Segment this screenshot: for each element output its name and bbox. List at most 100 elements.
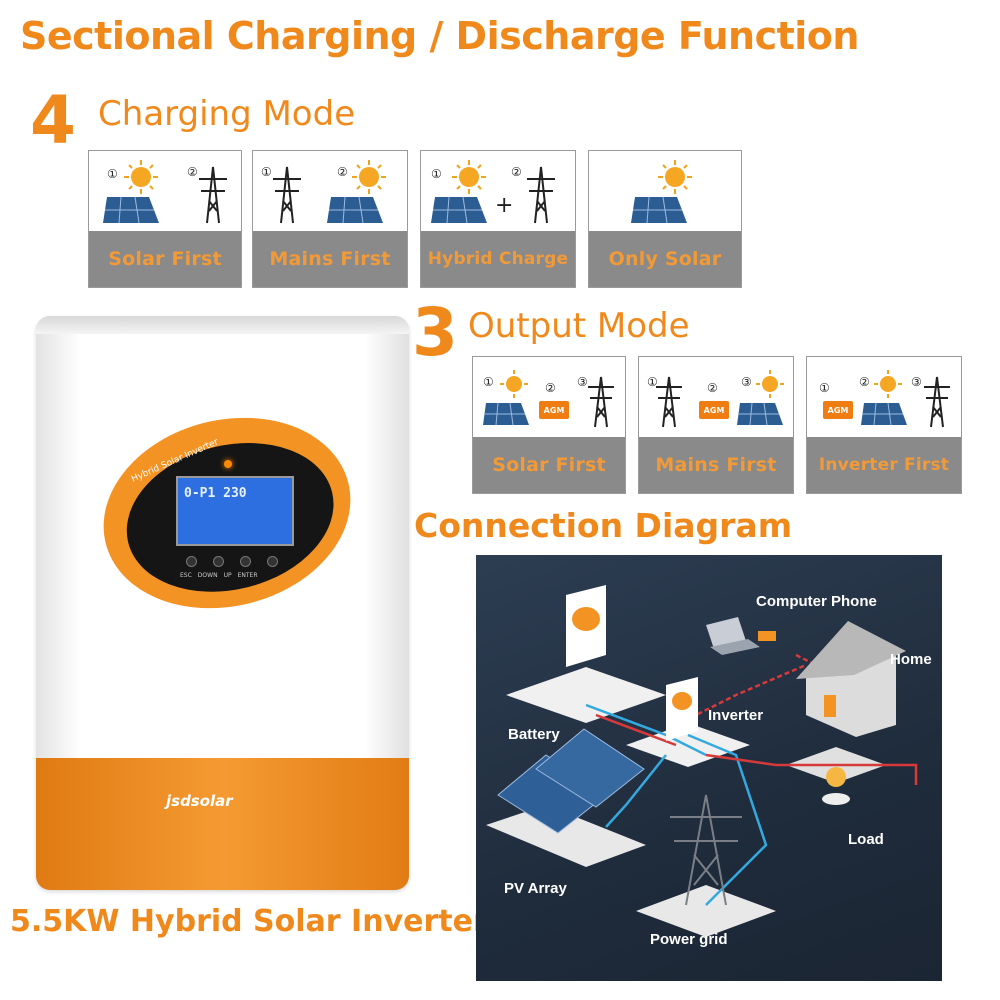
card-label: Mains First bbox=[269, 248, 391, 270]
charging-mode-count: 4 bbox=[30, 82, 76, 159]
charging-card-solar-first: ① ② Solar First bbox=[88, 150, 242, 288]
card-label: Solar First bbox=[108, 248, 222, 270]
output-card-mains-first: ① ② AGM ③ Mains First bbox=[638, 356, 794, 494]
charging-card-mains-first: ① ② Mains First bbox=[252, 150, 408, 288]
sun-icon bbox=[452, 160, 486, 194]
charging-mode-heading: Charging Mode bbox=[98, 94, 356, 134]
diagram-wiring bbox=[486, 585, 918, 937]
connection-diagram-title: Connection Diagram bbox=[414, 506, 793, 545]
esc-button[interactable] bbox=[186, 556, 197, 567]
card-illustration bbox=[589, 151, 741, 229]
sun-icon bbox=[124, 160, 158, 194]
step-2-icon: ② bbox=[545, 381, 556, 395]
solar-panel-icon bbox=[631, 196, 687, 224]
step-1-icon: ① bbox=[107, 167, 118, 181]
computer-phone-label: Computer Phone bbox=[756, 593, 877, 610]
battery-icon: AGM bbox=[699, 401, 729, 419]
step-2-icon: ② bbox=[187, 165, 198, 179]
solar-panel-icon bbox=[861, 402, 907, 426]
solar-panel-icon bbox=[737, 402, 783, 426]
card-illustration: ① AGM ② ③ bbox=[807, 357, 961, 435]
card-label: Solar First bbox=[492, 454, 606, 476]
step-2-icon: ② bbox=[511, 165, 522, 179]
step-3-icon: ③ bbox=[741, 375, 752, 389]
output-card-solar-first: ① ② AGM ③ Solar First bbox=[472, 356, 626, 494]
card-label: Inverter First bbox=[818, 455, 950, 475]
page-title: Sectional Charging / Discharge Function bbox=[20, 14, 859, 58]
lcd-screen: 0-P1 230 bbox=[176, 476, 294, 546]
solar-panel-icon bbox=[327, 196, 383, 224]
step-1-icon: ① bbox=[647, 375, 658, 389]
esc-label: ESC bbox=[180, 572, 192, 579]
card-illustration: ① + ② bbox=[421, 151, 575, 229]
card-label-band: Mains First bbox=[253, 231, 407, 287]
charging-card-only-solar: Only Solar bbox=[588, 150, 742, 288]
enter-label: ENTER bbox=[237, 572, 258, 579]
up-label: UP bbox=[223, 572, 232, 579]
solar-panel-icon bbox=[483, 402, 529, 426]
card-label-band: Solar First bbox=[473, 437, 625, 493]
card-label: Mains First bbox=[655, 454, 777, 476]
inverter-label: Inverter bbox=[708, 707, 764, 724]
down-button[interactable] bbox=[213, 556, 224, 567]
control-buttons bbox=[186, 556, 278, 567]
pylon-icon bbox=[588, 376, 614, 428]
down-label: DOWN bbox=[197, 572, 218, 579]
pylon-icon bbox=[924, 376, 950, 428]
pv-array-label: PV Array bbox=[504, 880, 567, 897]
control-button-labels: ESC DOWN UP ENTER bbox=[180, 572, 257, 579]
inverter-orange-base: jsdsolar bbox=[36, 758, 409, 890]
pylon-icon bbox=[656, 376, 682, 428]
power-grid-label: Power grid bbox=[650, 931, 728, 948]
battery-icon: AGM bbox=[823, 401, 853, 419]
product-caption: 5.5KW Hybrid Solar Inverter bbox=[10, 904, 488, 939]
card-label-band: Solar First bbox=[89, 231, 241, 287]
card-label-band: Mains First bbox=[639, 437, 793, 493]
solar-panel-icon bbox=[431, 196, 487, 224]
enter-button[interactable] bbox=[267, 556, 278, 567]
step-1-icon: ① bbox=[483, 375, 494, 389]
output-card-inverter-first: ① AGM ② ③ Inverter First bbox=[806, 356, 962, 494]
step-1-icon: ① bbox=[431, 167, 442, 181]
pylon-icon bbox=[527, 166, 555, 224]
card-illustration: ① ② bbox=[253, 151, 407, 229]
sun-icon bbox=[352, 160, 386, 194]
card-label-band: Hybrid Charge bbox=[421, 231, 575, 287]
pylon-icon bbox=[273, 166, 301, 224]
card-illustration: ① ② bbox=[89, 151, 241, 229]
sun-icon bbox=[658, 160, 692, 194]
step-2-icon: ② bbox=[707, 381, 718, 395]
card-label: Hybrid Charge bbox=[427, 249, 569, 269]
output-mode-heading: Output Mode bbox=[468, 306, 690, 346]
card-illustration: ① ② AGM ③ bbox=[473, 357, 625, 435]
pylon-icon bbox=[199, 166, 227, 224]
step-2-icon: ② bbox=[337, 165, 348, 179]
up-button[interactable] bbox=[240, 556, 251, 567]
step-1-icon: ① bbox=[819, 381, 830, 395]
step-3-icon: ③ bbox=[911, 375, 922, 389]
inverter-top-edge bbox=[36, 316, 409, 334]
home-label: Home bbox=[890, 651, 932, 668]
battery-label: Battery bbox=[508, 726, 560, 743]
step-1-icon: ① bbox=[261, 165, 272, 179]
load-label: Load bbox=[848, 831, 884, 848]
card-illustration: ① ② AGM ③ bbox=[639, 357, 793, 435]
charging-card-hybrid-charge: ① + ② Hybrid Charge bbox=[420, 150, 576, 288]
card-label-band: Inverter First bbox=[807, 437, 961, 493]
inverter-product-image: Hybrid Solar Inverter 0-P1 230 ESC DOWN … bbox=[36, 316, 409, 890]
connection-diagram: Computer Phone Home Inverter Battery Loa… bbox=[476, 555, 942, 981]
step-3-icon: ③ bbox=[577, 375, 588, 389]
card-label: Only Solar bbox=[608, 248, 722, 270]
plus-icon: + bbox=[495, 193, 514, 218]
output-mode-count: 3 bbox=[412, 294, 458, 371]
lcd-readout: 0-P1 230 bbox=[184, 486, 247, 501]
solar-panel-icon bbox=[103, 196, 159, 224]
sun-icon bbox=[500, 370, 528, 398]
battery-icon: AGM bbox=[539, 401, 569, 419]
sun-icon bbox=[756, 370, 784, 398]
sun-icon bbox=[874, 370, 902, 398]
brand-logo: jsdsolar bbox=[166, 792, 233, 810]
step-2-icon: ② bbox=[859, 375, 870, 389]
status-led bbox=[224, 460, 232, 468]
card-label-band: Only Solar bbox=[589, 231, 741, 287]
